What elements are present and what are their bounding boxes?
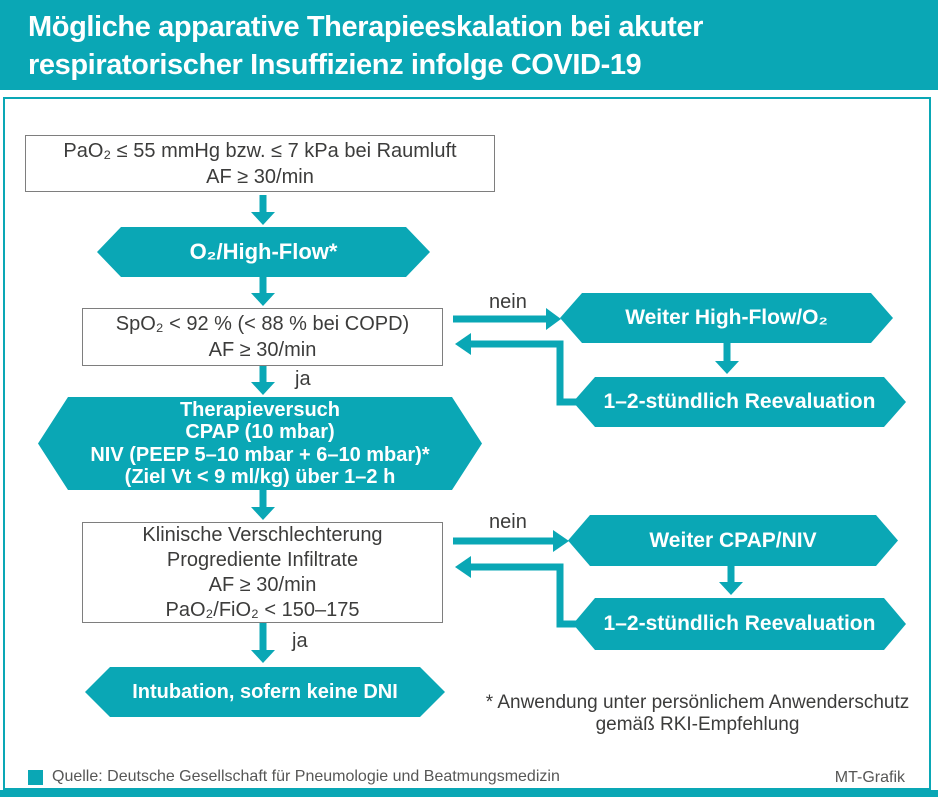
footnote-line2: gemäß RKI-Empfehlung <box>595 714 800 735</box>
condition-box-verschlechterung: Klinische Verschlechterung Progrediente … <box>82 522 443 623</box>
page-title-line1: Mögliche apparative Therapieeskalation b… <box>28 11 704 43</box>
condition-box-spo2-line1: SpO₂ < 92 % (< 88 % bei COPD) <box>115 313 410 335</box>
footnote: * Anwendung unter persönlichem Anwenders… <box>460 692 935 736</box>
footer-source-text: Quelle: Deutsche Gesellschaft für Pneumo… <box>52 768 560 785</box>
header-band: Mögliche apparative Therapieeskalation b… <box>0 0 938 90</box>
hexagon-therapieversuch: Therapieversuch CPAP (10 mbar) NIV (PEEP… <box>38 397 482 490</box>
condition-box-spo2-line2: AF ≥ 30/min <box>208 339 317 361</box>
hexagon-o2-highflow: O₂/High-Flow* <box>97 227 430 277</box>
condition-box-verschlechterung-line2: Progrediente Infiltrate <box>166 548 359 571</box>
hexagon-reevaluation-2: 1–2-stündlich Reevaluation <box>573 598 906 650</box>
hexagon-reevaluation-1-label: 1–2-stündlich Reevaluation <box>603 390 876 413</box>
hexagon-o2-highflow-label: O₂/High-Flow* <box>189 239 338 264</box>
label-ja-1: ja <box>295 368 311 390</box>
hexagon-therapieversuch-line3: NIV (PEEP 5–10 mbar + 6–10 mbar)* <box>90 443 430 466</box>
label-ja-2: ja <box>292 630 308 652</box>
source-square-icon <box>28 769 43 785</box>
hexagon-therapieversuch-line4: (Ziel Vt < 9 ml/kg) über 1–2 h <box>124 466 396 488</box>
condition-box-pao2-line2: AF ≥ 30/min <box>206 165 314 188</box>
hexagon-weiter-cpap-niv-label: Weiter CPAP/NIV <box>649 528 817 552</box>
hexagon-reevaluation-2-label: 1–2-stündlich Reevaluation <box>603 612 876 635</box>
footnote-line1: * Anwendung unter persönlichem Anwenders… <box>485 692 910 713</box>
condition-box-spo2: SpO₂ < 92 % (< 88 % bei COPD) AF ≥ 30/mi… <box>82 308 443 366</box>
label-nein-2: nein <box>489 511 527 533</box>
bottom-accent-bar <box>0 790 938 797</box>
hexagon-weiter-highflow: Weiter High-Flow/O₂ <box>560 293 893 343</box>
condition-box-verschlechterung-line1: Klinische Verschlechterung <box>142 523 383 546</box>
hexagon-intubation: Intubation, sofern keine DNI <box>85 667 445 717</box>
footer-source: Quelle: Deutsche Gesellschaft für Pneumo… <box>28 768 560 786</box>
page-title: Mögliche apparative Therapieeskalation b… <box>0 0 938 84</box>
hexagon-therapieversuch-line2: CPAP (10 mbar) <box>185 421 335 443</box>
condition-box-pao2-line1: PaO₂ ≤ 55 mmHg bzw. ≤ 7 kPa bei Raumluft <box>63 139 457 162</box>
condition-box-verschlechterung-line4: PaO₂/FiO₂ < 150–175 <box>165 598 360 621</box>
footer-credit: MT-Grafik <box>834 769 905 786</box>
condition-box-verschlechterung-line3: AF ≥ 30/min <box>208 573 317 596</box>
hexagon-reevaluation-1: 1–2-stündlich Reevaluation <box>573 377 906 427</box>
hexagon-weiter-highflow-label: Weiter High-Flow/O₂ <box>625 306 828 329</box>
page-title-line2: respiratorischer Insuffizienz infolge CO… <box>28 49 642 81</box>
hexagon-weiter-cpap-niv: Weiter CPAP/NIV <box>568 515 898 566</box>
hexagon-intubation-label: Intubation, sofern keine DNI <box>132 680 398 703</box>
label-nein-1: nein <box>489 291 527 313</box>
condition-box-pao2: PaO₂ ≤ 55 mmHg bzw. ≤ 7 kPa bei Raumluft… <box>25 135 495 192</box>
hexagon-therapieversuch-line1: Therapieversuch <box>179 398 341 421</box>
